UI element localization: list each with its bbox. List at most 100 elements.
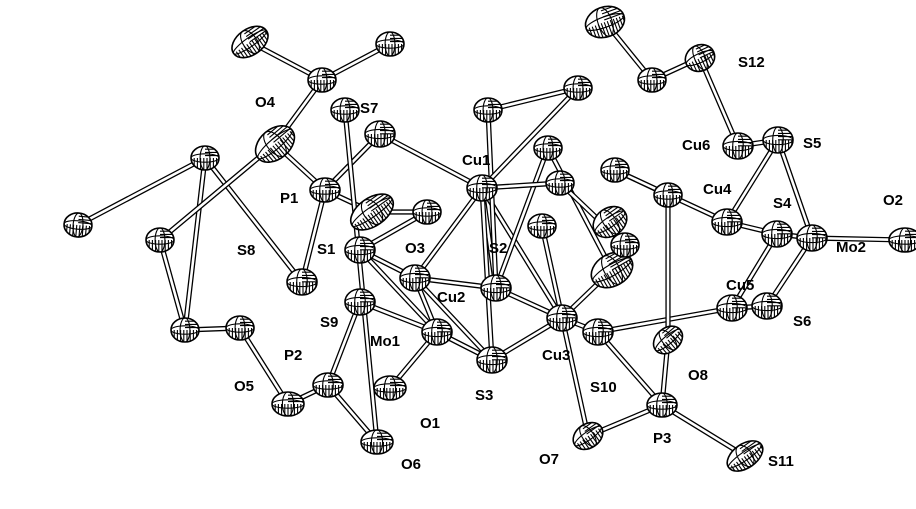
atom-O1 <box>373 375 407 401</box>
atom-S9 <box>344 288 376 316</box>
label-S12: S12 <box>738 54 765 71</box>
bond-C5c-S8 <box>202 155 305 285</box>
label-S3: S3 <box>475 387 493 404</box>
atom-P1 <box>309 177 341 203</box>
atom-Cu1 <box>466 174 498 202</box>
bond-Mo2-S5 <box>775 137 815 241</box>
atom-C2d <box>590 245 638 295</box>
bond-O5-C5a <box>237 325 291 407</box>
bond-C2a-C2c <box>485 85 581 113</box>
atom-P2 <box>312 372 344 398</box>
bond-S2-C2a <box>485 107 499 291</box>
label-Cu5: Cu5 <box>726 277 754 294</box>
bond-Cu5-S4 <box>729 231 780 311</box>
label-Cu6: Cu6 <box>682 137 710 154</box>
bond-P1-S8 <box>299 187 328 285</box>
label-S4: S4 <box>773 195 792 212</box>
atom-S7 <box>364 120 396 148</box>
bond-Cu1-S3 <box>479 185 495 363</box>
bond-P3-S11 <box>659 402 748 459</box>
atom-S8 <box>286 268 318 296</box>
label-O2: O2 <box>883 192 903 209</box>
label-layer: Cu1 Cu2 Cu3 Cu4 Cu5 Cu6 Mo1 Mo2 S1 S2 S3… <box>234 54 903 473</box>
atom-O7 <box>572 416 608 456</box>
atom-O3 <box>349 186 400 238</box>
atom-Cu5 <box>716 294 748 322</box>
bond-Cu1-S7 <box>377 131 485 191</box>
bond-P2-S9 <box>325 299 363 388</box>
bond-C2c-Cu1 <box>479 85 581 191</box>
bond-Cu3-Cu1 <box>479 185 565 321</box>
atom-S3 <box>476 346 508 374</box>
label-O3: O3 <box>405 240 425 257</box>
atom-C8a <box>653 182 683 208</box>
atom-O5 <box>271 391 305 417</box>
atom-C5d <box>63 212 93 239</box>
atom-C3b <box>610 232 640 258</box>
label-S8: S8 <box>237 242 255 259</box>
bond-Cu1-Cu2 <box>412 185 485 281</box>
atom-O6 <box>360 429 394 455</box>
label-Cu4: Cu4 <box>703 181 732 198</box>
bond-S2-C2b <box>493 145 551 291</box>
atom-Cu6 <box>722 132 754 160</box>
atom-S10 <box>582 318 614 346</box>
atom-O8 <box>652 320 688 360</box>
atom-C7a <box>527 213 557 239</box>
atom-C4c <box>375 31 405 57</box>
atom-Cu4 <box>711 208 743 236</box>
label-Cu2: Cu2 <box>437 289 465 306</box>
atom-C1a <box>412 199 442 225</box>
atom-S11 <box>726 434 768 478</box>
label-Cu3: Cu3 <box>542 347 570 364</box>
atom-C12b <box>584 1 628 43</box>
atom-S12 <box>684 39 719 77</box>
label-S11: S11 <box>768 453 794 470</box>
atom-C5e <box>145 227 175 253</box>
label-S5: S5 <box>803 135 821 152</box>
bond-Cu6-S12 <box>697 55 741 149</box>
atom-C5b <box>170 317 200 343</box>
bond-O6-C6a <box>342 107 380 445</box>
label-P1: P1 <box>280 190 298 207</box>
bond-C5c-C5d <box>75 155 208 228</box>
atom-C2b <box>533 135 563 161</box>
atom-C5c <box>190 145 220 171</box>
atom-C8b <box>600 157 630 183</box>
bond-C5b-C5e <box>157 237 188 333</box>
atom-O2 <box>888 227 916 253</box>
atom-Cu3 <box>546 304 578 332</box>
bond-C5e-O4 <box>157 141 278 243</box>
atom-C2a <box>473 97 503 123</box>
atom-S5 <box>762 126 794 154</box>
label-O4: O4 <box>255 94 276 111</box>
bond-Cu4-S5 <box>724 137 781 225</box>
atom-S4 <box>761 220 793 248</box>
label-Mo2: Mo2 <box>836 239 866 256</box>
atom-C6a <box>330 97 360 123</box>
bond-P3-S10 <box>595 329 665 408</box>
atom-C4a <box>307 67 337 93</box>
label-S9: S9 <box>320 314 338 331</box>
atom-Mo1 <box>421 318 453 346</box>
atom-C4b <box>231 19 273 65</box>
label-P3: P3 <box>653 430 671 447</box>
label-O1: O1 <box>420 415 440 432</box>
bond-C5b-C5c <box>182 155 208 333</box>
atom-C3a <box>545 170 575 196</box>
atom-S6 <box>751 292 783 320</box>
label-S2: S2 <box>489 240 507 257</box>
label-S7: S7 <box>360 100 378 117</box>
label-P2: P2 <box>284 347 302 364</box>
atom-S1 <box>344 236 376 264</box>
bond-C2b-C2d <box>545 145 615 273</box>
atom-C2c <box>563 75 593 101</box>
atom-Cu2 <box>399 264 431 292</box>
atom-C5a <box>225 315 255 341</box>
label-O5: O5 <box>234 378 254 395</box>
bond-Cu2-S3 <box>412 275 495 363</box>
atom-P3 <box>646 392 678 418</box>
bond-Mo1-S1 <box>357 247 440 335</box>
